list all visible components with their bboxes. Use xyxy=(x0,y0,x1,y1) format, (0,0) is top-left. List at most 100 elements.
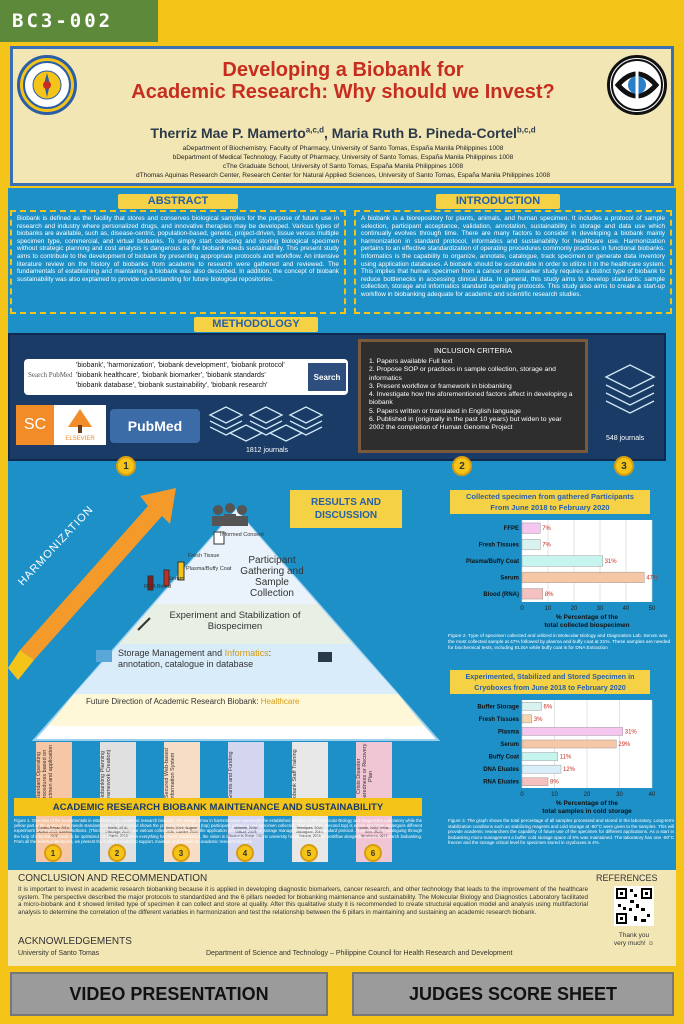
chart1-x-tick-label: 20 xyxy=(571,606,578,612)
inclusion-criteria-board: INCLUSION CRITERIA 1. Papers available F… xyxy=(358,339,588,453)
pyramid-level-3 xyxy=(74,644,398,694)
chart1-category-label: FFPE xyxy=(504,526,519,532)
pillar-2-number: 2 xyxy=(108,844,126,862)
ack-ust: University of Santo Tomas xyxy=(18,950,100,957)
chart1-bar xyxy=(521,588,543,600)
chart2-category-label: Buffy Coat xyxy=(489,755,519,761)
level-text: Participant xyxy=(248,555,296,566)
search-term-line: 'biobank database', 'biobank sustainabil… xyxy=(76,382,268,389)
healthcare-highlight: Healthcare xyxy=(260,697,300,706)
chart2-value-label: 11% xyxy=(560,755,572,761)
thank-you-line: Thank you xyxy=(618,932,650,939)
rna-blood-tube-icon xyxy=(147,575,154,591)
chart1-category-label: Fresh Tissues xyxy=(479,543,520,549)
serum-label: Serum xyxy=(168,576,185,582)
introduction-heading: INTRODUCTION xyxy=(436,194,560,209)
chart2-x-tick-label: 0 xyxy=(520,792,524,798)
ust-seal-icon xyxy=(17,55,77,115)
affiliation-d: dThomas Aquinas Research Center, Researc… xyxy=(136,172,550,179)
chart2-value-label: 6% xyxy=(544,704,553,710)
affiliation-c: cThe Graduate School, University of Sant… xyxy=(222,163,464,170)
fundamentals-diagram xyxy=(8,488,441,862)
chart2-title-line: Experimented, Stabilized and Stored Spec… xyxy=(465,672,635,681)
pillars-labels: Standard Operating Procedures based on s… xyxy=(36,742,396,862)
level-text: Storage Management and xyxy=(118,648,225,658)
level-participant-gathering: Participant Gathering and Sample Collect… xyxy=(232,555,312,599)
harmonization-arrow-upper xyxy=(20,488,176,660)
chart2-value-label: 8% xyxy=(550,780,559,786)
chart1-x-tick-label: 50 xyxy=(649,606,656,612)
plasma-tube-icon xyxy=(177,561,185,581)
pubmed-logo: PubMed xyxy=(110,409,200,443)
level-text: Biospecimen xyxy=(207,621,263,632)
level-text: : xyxy=(268,648,272,658)
chart1-bar xyxy=(521,522,541,534)
pillar-3-refs: Snell, 2019; Wagner, 2008; Gaebler, 2020 xyxy=(165,826,199,834)
ack-dost: Department of Science and Technology – P… xyxy=(206,950,513,957)
chart1-x-tick-label: 40 xyxy=(623,606,630,612)
abstract-text: Biobank is defined as the facility that … xyxy=(10,210,346,314)
chart2-x-tick-label: 40 xyxy=(649,792,656,798)
step-2-badge: 2 xyxy=(452,456,472,476)
chart2-bar xyxy=(521,752,558,761)
chart1-value-label: 31% xyxy=(605,559,618,565)
selected-journals-icon xyxy=(604,364,656,414)
search-button[interactable]: Search xyxy=(308,363,346,391)
chart2-bar xyxy=(521,714,532,724)
pyramid-level-1 xyxy=(154,510,318,604)
elsevier-label: ELSEVIER xyxy=(65,436,95,442)
chart1-x-axis-label: total collected biospecimen xyxy=(544,622,629,629)
chart1-category-label: Plasma/Buffy Coat xyxy=(466,559,519,565)
chart2-x-tick-label: 20 xyxy=(584,792,591,798)
video-presentation-button[interactable]: VIDEO PRESENTATION xyxy=(10,972,328,1016)
journals-stack-icon xyxy=(208,406,324,442)
chart1-value-label: 7% xyxy=(542,526,551,532)
chart1-bar xyxy=(521,571,645,583)
plasma-label: Plasma/Buffy Coat xyxy=(186,566,232,572)
storage-box-icon xyxy=(96,650,112,662)
results-heading: RESULTS AND DISCUSSION xyxy=(290,490,402,528)
search-term-line: 'biobank', 'harmonization', 'biobank dev… xyxy=(76,362,285,369)
chart2-x-axis-label: total samples in cold storage xyxy=(542,808,632,815)
poster-code: BC3-002 xyxy=(0,0,158,42)
chart2-bar xyxy=(521,727,623,736)
chart2-x-tick-label: 10 xyxy=(551,792,558,798)
thank-you-line: very much! ☺ xyxy=(613,940,655,947)
pillar-6-refs: Gross, 2020; Trenz-Kern, 2020; Henderson… xyxy=(358,826,390,838)
introduction-text: A biobank is a biorepository for plants,… xyxy=(354,210,672,314)
references-qr-code-icon[interactable] xyxy=(614,886,654,926)
research-center-logo-icon xyxy=(607,55,667,115)
future-direction-text: Future Direction of Academic Research Bi… xyxy=(86,697,261,706)
pillar-5-refs: Henriques, 2020; Mahagone, 2019; Watson,… xyxy=(296,826,324,838)
chart1-x-axis-label: % Percentage of the xyxy=(556,614,619,621)
pillar-6-number: 6 xyxy=(364,844,382,862)
pipette-icon xyxy=(137,617,151,631)
bottom-panel: CONCLUSION AND RECOMMENDATION It is impo… xyxy=(8,870,676,966)
author-1: Therriz Mae P. Mamerto xyxy=(150,125,306,141)
title-line-1: Developing a Biobank for xyxy=(222,59,464,81)
judges-score-sheet-button[interactable]: JUDGES SCORE SHEET xyxy=(352,972,674,1016)
chart2-category-label: Plasma xyxy=(498,729,520,735)
affiliation-b: bDepartment of Medical Technology, Facul… xyxy=(172,154,514,161)
step-1-badge: 1 xyxy=(116,456,136,476)
chart2-title: Experimented, Stabilized and Stored Spec… xyxy=(450,670,650,694)
pyramid-level-4 xyxy=(48,694,424,726)
author-2-affil: b,c,d xyxy=(516,125,536,135)
criteria-item: 5. Papers written or translated in Engli… xyxy=(369,407,521,415)
serum-tube-icon xyxy=(163,569,170,587)
author-1-affil: a,c,d xyxy=(305,125,324,135)
figure-1-caption: Figure 1. Overview of the fundamentals i… xyxy=(14,818,422,844)
chart1-value-label: 47% xyxy=(646,575,659,581)
chart2-category-label: RNA Eluates xyxy=(483,780,519,786)
chart1-value-label: 7% xyxy=(542,543,551,549)
author-2: , Maria Ruth B. Pineda-Cortel xyxy=(324,125,517,141)
methodology-heading: METHODOLOGY xyxy=(194,317,318,332)
abstract-heading: ABSTRACT xyxy=(118,194,238,209)
poster-header: Developing a Biobank for Academic Resear… xyxy=(10,46,674,186)
step-3-badge: 3 xyxy=(614,456,634,476)
figure-3-caption: Figure 3. The graph shows the total perc… xyxy=(448,818,674,845)
chart2-bar xyxy=(521,764,562,774)
chart2-category-label: Fresh Tissues xyxy=(479,717,520,723)
